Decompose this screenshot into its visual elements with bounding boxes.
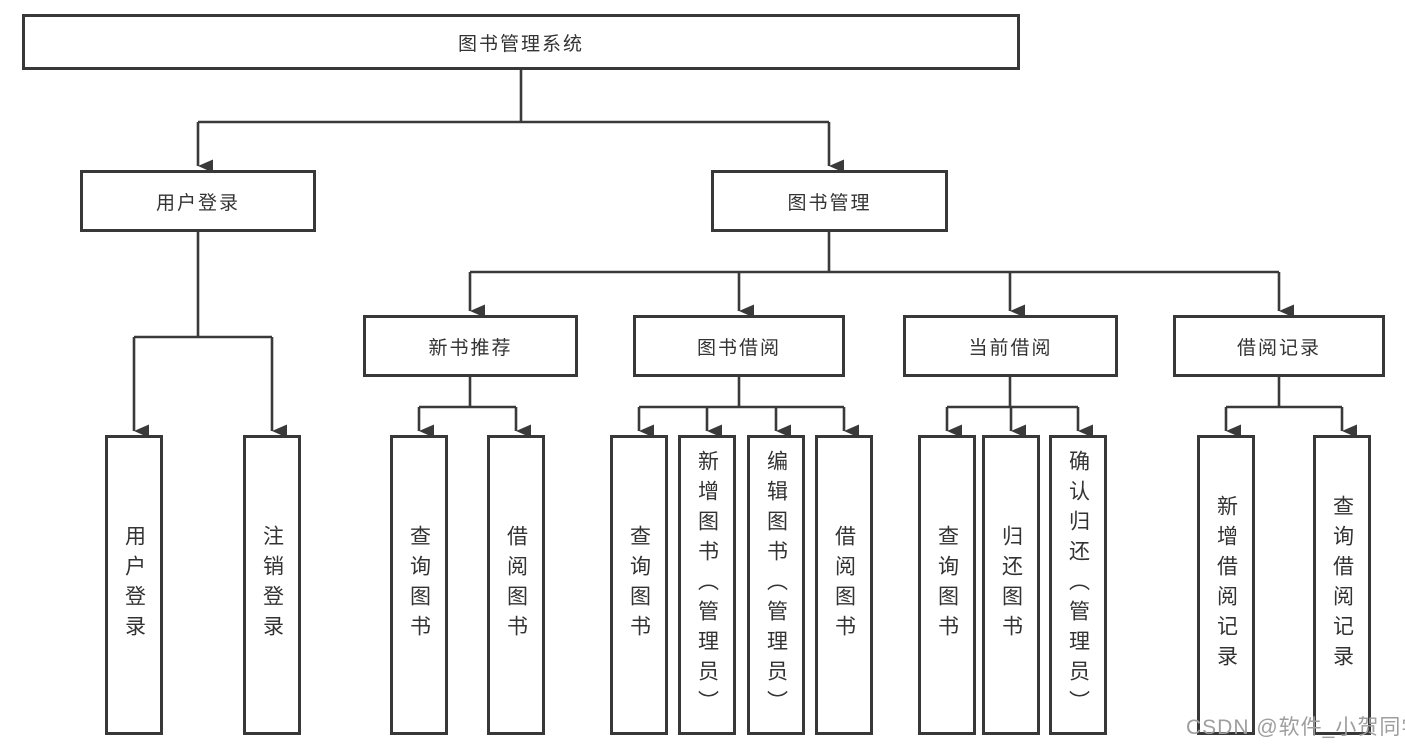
leaf-newbook-query-books: 查询图书 <box>390 435 448 735</box>
leaf-logout-label: 注销登录 <box>260 525 284 645</box>
leaf-borrow-query-books: 查询图书 <box>610 435 668 735</box>
connector-book-mgmt-to-level3 <box>468 232 1279 311</box>
node-current-borrow: 当前借阅 <box>903 315 1118 377</box>
connector-user-login-to-leaves <box>132 232 272 431</box>
leaf-newbook-query-books-label: 查询图书 <box>407 525 431 645</box>
leaf-borrow-books: 借阅图书 <box>815 435 873 735</box>
node-book-borrow: 图书借阅 <box>633 315 845 377</box>
leaf-add-borrow-record-label: 新增借阅记录 <box>1214 495 1238 675</box>
watermark: CSDN @软件_小贺同学 <box>1186 716 1405 739</box>
leaf-current-query-books: 查询图书 <box>918 435 976 735</box>
leaf-query-borrow-record: 查询借阅记录 <box>1313 435 1371 735</box>
node-book-borrow-label: 图书借阅 <box>696 337 781 359</box>
node-user-login: 用户登录 <box>80 170 316 232</box>
node-book-management-label: 图书管理 <box>787 192 872 214</box>
connector-current-to-leaves <box>945 377 1078 431</box>
leaf-user-login-label: 用户登录 <box>122 525 146 645</box>
leaf-return-books: 归还图书 <box>982 435 1040 735</box>
node-root: 图书管理系统 <box>22 14 1020 70</box>
leaf-current-query-books-label: 查询图书 <box>935 525 959 645</box>
leaf-return-books-label: 归还图书 <box>999 525 1023 645</box>
leaf-add-books-admin-label: 新增图书（管理员） <box>695 450 719 720</box>
leaf-logout: 注销登录 <box>243 435 301 735</box>
node-user-login-label: 用户登录 <box>155 192 240 214</box>
node-new-book-recommend: 新书推荐 <box>363 315 578 377</box>
leaf-confirm-return-admin: 确认归还（管理员） <box>1049 435 1107 735</box>
node-borrow-records-label: 借阅记录 <box>1236 337 1321 359</box>
node-new-book-recommend-label: 新书推荐 <box>428 337 513 359</box>
node-book-management: 图书管理 <box>711 170 948 232</box>
leaf-add-borrow-record: 新增借阅记录 <box>1197 435 1255 735</box>
node-borrow-records: 借阅记录 <box>1173 315 1385 377</box>
node-root-label: 图书管理系统 <box>457 33 584 55</box>
connector-records-to-leaves <box>1224 377 1342 431</box>
leaf-borrow-books-label: 借阅图书 <box>832 525 856 645</box>
leaf-user-login: 用户登录 <box>105 435 163 735</box>
connector-borrow-to-leaves <box>637 377 844 431</box>
node-current-borrow-label: 当前借阅 <box>968 337 1053 359</box>
connector-root-to-level2 <box>196 68 829 166</box>
leaf-confirm-return-admin-label: 确认归还（管理员） <box>1066 450 1090 720</box>
connector-newbook-to-leaves <box>417 377 516 431</box>
leaf-newbook-borrow-books: 借阅图书 <box>487 435 545 735</box>
leaf-edit-books-admin: 编辑图书（管理员） <box>747 435 805 735</box>
leaf-query-borrow-record-label: 查询借阅记录 <box>1330 495 1354 675</box>
leaf-add-books-admin: 新增图书（管理员） <box>678 435 736 735</box>
leaf-borrow-query-books-label: 查询图书 <box>627 525 651 645</box>
leaf-edit-books-admin-label: 编辑图书（管理员） <box>764 450 788 720</box>
leaf-newbook-borrow-books-label: 借阅图书 <box>504 525 528 645</box>
